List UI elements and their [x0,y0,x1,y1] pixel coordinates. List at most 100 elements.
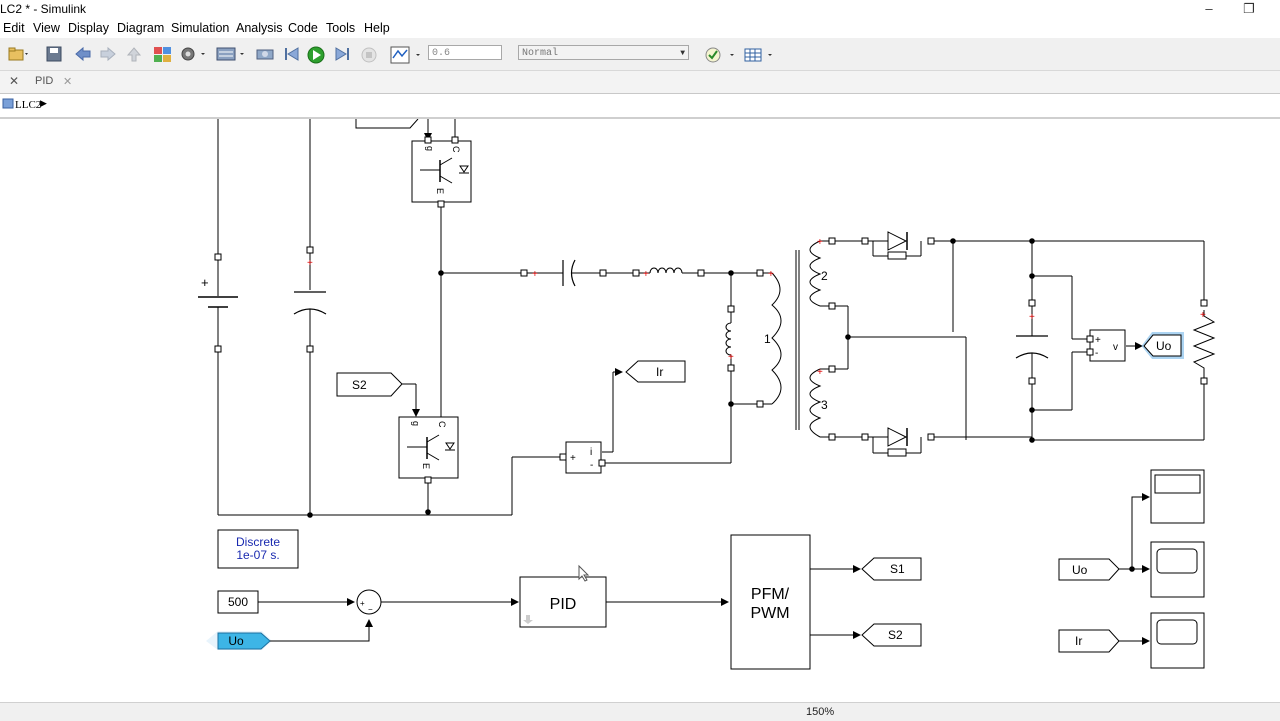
menu-code[interactable]: Code [288,21,318,35]
goto-ir-label: Ir [656,365,663,379]
vm-minus-label: - [1095,348,1098,359]
output-capacitor[interactable]: + [1015,299,1049,385]
from-uo-label: Uo [228,634,244,648]
minimize-icon[interactable]: – [1205,1,1213,16]
svg-text:+: + [643,269,649,280]
winding-1-label: 1 [764,332,771,346]
goto-s2-block[interactable]: S2 [861,623,922,647]
input-capacitor[interactable]: + [293,246,327,353]
scope-2[interactable] [1150,541,1205,598]
step-forward-icon[interactable] [333,46,351,62]
goto-s2-label: S2 [888,628,903,642]
svg-text:+: + [307,258,313,269]
winding-3-label: 3 [821,398,828,412]
svg-text:−: − [368,605,373,614]
toolbar [0,38,1280,71]
resonant-inductor[interactable]: + [632,267,705,280]
from-uo-scope-block[interactable]: Uo [1058,558,1120,581]
scope-1[interactable] [1150,469,1205,524]
status-bar: 150% [0,702,1280,721]
menu-edit[interactable]: Edit [3,21,25,35]
constant-block[interactable]: 500 [217,590,259,614]
menu-display[interactable]: Display [68,21,109,35]
menu-tools[interactable]: Tools [326,21,356,35]
from-uo-block[interactable]: Uo [206,631,272,650]
menu-analysis[interactable]: Analysis [236,21,283,35]
diode-upper[interactable] [861,231,935,260]
vm-out-label: v [1113,342,1118,353]
simulation-mode-value: Normal [522,48,559,59]
goto-uo-block[interactable]: Uo [1141,332,1184,359]
svg-text:+: + [817,367,823,378]
goto-s1-partial[interactable] [355,119,419,129]
svg-text:g: g [425,146,435,151]
goto-ir-block[interactable]: Ir [625,360,686,383]
current-measurement[interactable]: + i - [559,441,606,474]
power-wires [217,119,1205,516]
tab-pid[interactable]: PID [35,75,54,87]
dc-voltage-source[interactable]: + [198,253,238,353]
model-diagram[interactable]: + + g C E g C E [0,119,1280,702]
run-icon[interactable] [307,46,325,64]
stop-time-input[interactable]: 0.6 [428,45,502,60]
cm-in-label: i [590,447,592,458]
breadcrumb-model[interactable]: LLC2 [15,99,42,111]
svg-text:+: + [768,269,774,280]
breadcrumb: LLC2 ▶ [0,95,1280,119]
menu-help[interactable]: Help [364,21,390,35]
restore-icon[interactable]: ❐ [1243,1,1255,16]
pfm-pwm-block[interactable]: PFM/ PWM [730,534,811,670]
chevron-down-icon: ▼ [680,49,685,58]
model-icon [2,97,14,114]
diagram-canvas[interactable]: + + g C E g C E [0,119,1280,702]
simulation-mode-select[interactable]: Normal ▼ [518,45,689,60]
pid-label: PID [550,596,577,613]
load-resistor[interactable]: + [1192,299,1216,385]
pfm-label: PFM/ [751,586,790,603]
from-s2-block[interactable]: S2 [336,372,403,397]
diode-lower[interactable] [861,427,935,457]
step-back-icon[interactable] [283,46,301,62]
dc-plus-label: + [201,275,209,290]
magnetizing-inductor[interactable]: + [725,305,735,372]
back-icon[interactable] [74,46,92,62]
chevron-right-icon[interactable]: ▶ [40,98,47,108]
save-icon[interactable] [46,46,64,62]
voltage-measurement[interactable]: + - v [1086,329,1126,362]
powergui-type: Discrete [236,535,280,549]
transformer[interactable]: 1 2 3 + + + [756,237,836,441]
grid-icon[interactable] [744,46,772,62]
menu-simulation[interactable]: Simulation [171,21,230,35]
tab-close-icon[interactable]: ✕ [63,76,73,88]
igbt-upper[interactable]: g C E [411,136,472,208]
winding-2-label: 2 [821,269,828,283]
menu-diagram[interactable]: Diagram [117,21,165,35]
gear-icon[interactable] [180,46,205,62]
svg-text:E: E [435,188,445,194]
open-folder-icon[interactable] [8,46,28,62]
from-ir-scope-block[interactable]: Ir [1058,629,1120,653]
sum-block[interactable]: + − [356,589,382,615]
igbt-lower[interactable]: g C E [398,416,459,484]
powergui-block[interactable]: Discrete 1e-07 s. [217,529,299,569]
pid-controller-block[interactable]: PID [519,576,607,628]
resonant-capacitor[interactable]: + [520,259,607,287]
title-bar: LC2 * - Simulink – ❐ [0,0,1280,18]
from-uo-scope-label: Uo [1072,563,1088,577]
stop-icon[interactable] [360,46,378,63]
build-icon[interactable] [255,46,274,62]
scope-3[interactable] [1150,612,1205,669]
model-advisor-icon[interactable] [704,46,734,63]
model-explorer-icon[interactable] [216,46,244,62]
menu-view[interactable]: View [33,21,60,35]
forward-icon[interactable] [99,46,117,62]
pwm-label: PWM [750,605,789,622]
close-icon[interactable]: ✕ [9,74,20,88]
svg-text:+: + [817,237,823,248]
goto-uo-label: Uo [1156,339,1172,353]
library-browser-icon[interactable] [153,46,171,62]
scope-viewer-icon[interactable] [390,46,420,64]
up-icon[interactable] [126,46,144,62]
from-s2-label: S2 [352,378,367,392]
goto-s1-block[interactable]: S1 [861,557,922,581]
